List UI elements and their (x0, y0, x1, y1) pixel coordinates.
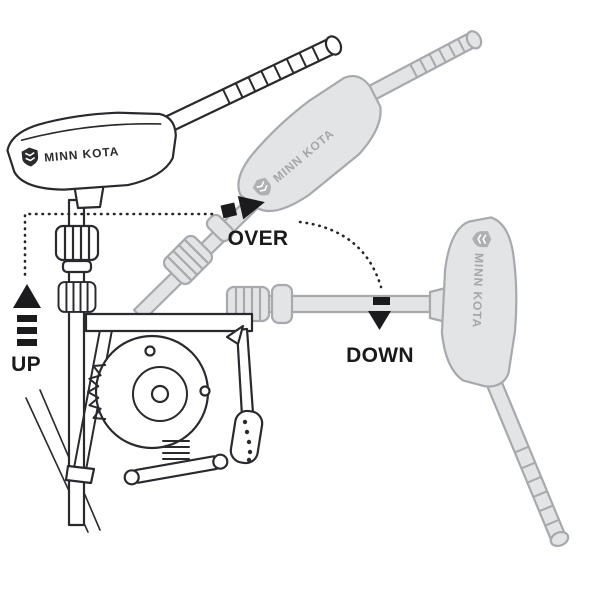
label-down: DOWN (346, 344, 414, 367)
motion-path-arc-dotted (298, 220, 383, 289)
grip-dimple (246, 439, 252, 445)
depth-collar-lower (57, 281, 97, 313)
ghost-grip-ridges (514, 445, 560, 527)
mount-top-bar (84, 312, 254, 333)
ghost-tiller-handle (484, 374, 566, 541)
lever-grip-pad (229, 409, 264, 465)
depth-collar-ring (61, 259, 93, 274)
grip-dimple (244, 429, 250, 435)
screw-handle-ball (123, 469, 140, 486)
ghost-motor-midway: MINN KOTA (132, 30, 483, 322)
ghost-handle-end-cap (465, 30, 483, 50)
ghost-handle-end-cap (549, 530, 570, 548)
down-arrow-icon (368, 297, 391, 330)
up-arrow-icon (13, 284, 41, 346)
grip-ridges (222, 46, 320, 104)
grip-dimple (246, 457, 252, 463)
transom-edge-lines (25, 389, 101, 533)
ghost-control-head: MINN KOTA (221, 63, 400, 231)
motor-deployed: MINN KOTA (3, 35, 343, 527)
clamp-hub (150, 384, 170, 404)
stow-motion-path: UP OVER DOWN (11, 196, 414, 376)
ghost-collar-ring (205, 213, 235, 243)
clamp-teeth (87, 364, 107, 420)
control-head: MINN KOTA (3, 106, 181, 197)
over-arrow-icon (220, 196, 265, 220)
clamp-screw-threads (162, 440, 190, 460)
grip-dimple (242, 419, 248, 425)
handle-end-cap (324, 35, 343, 56)
brand-text: MINN KOTA (470, 253, 487, 329)
screw-handle-ball (212, 453, 229, 470)
transom-mount-clamp (64, 312, 264, 486)
ghost-motor-stowed: MINN KOTA (225, 214, 570, 548)
clamp-inner-ring (132, 366, 188, 422)
ghost-control-head: MINN KOTA (438, 214, 521, 389)
motion-path-left-dotted (23, 212, 214, 278)
tilt-lever-tip (225, 324, 245, 346)
ghost-grip-ridges (409, 38, 466, 78)
grip-dimple (247, 449, 253, 455)
ghost-collar-ring (270, 283, 294, 325)
label-over: OVER (228, 227, 289, 250)
label-up: UP (11, 353, 41, 376)
bolt-head (144, 345, 156, 357)
head-seam-line (20, 123, 162, 141)
bolt-head (199, 385, 211, 397)
bracket-foot (64, 464, 96, 485)
ghost-tiller-handle (361, 32, 477, 104)
depth-collar-upper (54, 224, 100, 262)
brand-text: MINN KOTA (44, 144, 120, 165)
